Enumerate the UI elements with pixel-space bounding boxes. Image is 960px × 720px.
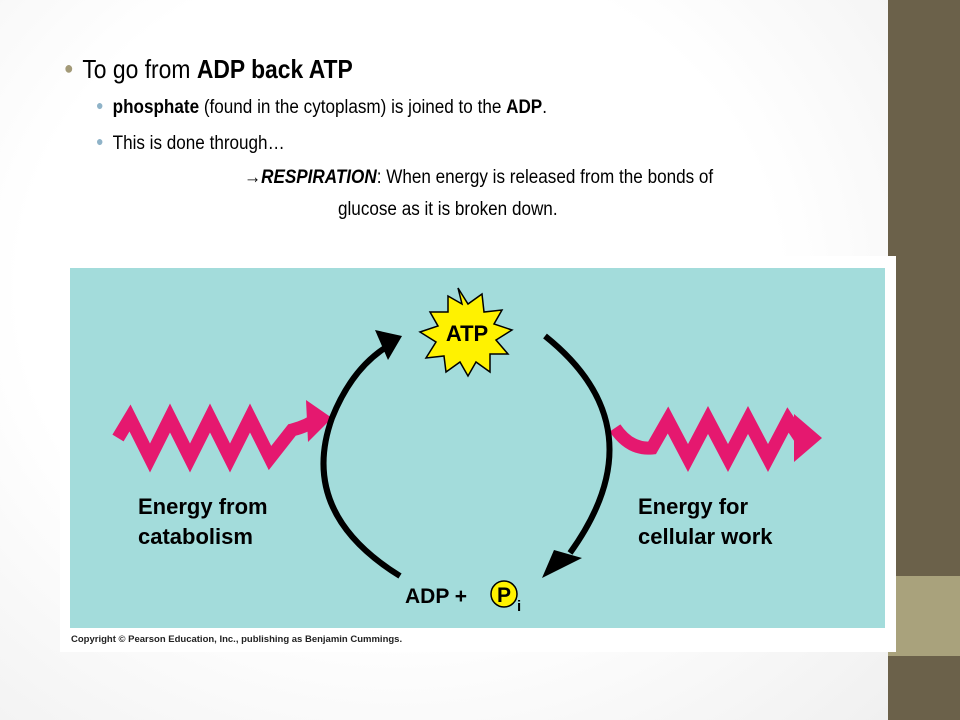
bullet-dot-icon: ● (96, 97, 104, 113)
respiration-line-1: →RESPIRATION: When energy is released fr… (244, 167, 713, 189)
energy-out-arrow (609, 406, 822, 472)
respiration-definition-1: : When energy is released from the bonds… (376, 167, 714, 188)
phosphate-subscript: i (517, 598, 521, 615)
slide-text: ● To go from ADP back ATP ● phosphate (fou… (0, 0, 888, 240)
atp-label: ATP (446, 321, 488, 346)
main-bullet-bold: ADP back ATP (196, 54, 353, 84)
synthesis-arc-arrow (320, 330, 402, 579)
energy-in-arrow (112, 400, 332, 473)
phosphate-circle-icon (490, 580, 518, 608)
atp-starburst-icon (418, 287, 514, 378)
bullet-dot-icon: ● (96, 133, 104, 149)
adp-term: ADP (506, 97, 543, 118)
phosphate-term: phosphate (112, 97, 200, 118)
adp-label: ADP + (405, 585, 467, 608)
sub-bullet-done-through: ● This is done through… (96, 133, 285, 155)
energy-for-label-line-2: cellular work (638, 524, 773, 549)
main-bullet: ● To go from ADP back ATP (64, 54, 353, 85)
sub-bullet-1-middle: (found in the cytoplasm) is joined to th… (199, 97, 507, 118)
right-arrow-icon: → (244, 167, 262, 188)
energy-for-label-line-1: Energy for (638, 494, 748, 519)
atp-cycle-diagram: ATP ADP + P i Energy from catabolism Ene… (112, 287, 822, 615)
energy-from-label-line-2: catabolism (138, 524, 253, 549)
sub-bullet-2-text: This is done through… (112, 133, 285, 154)
sub-bullet-1-suffix: . (542, 97, 547, 118)
bullet-dot-icon: ● (64, 58, 74, 78)
sub-bullet-phosphate: ● phosphate (found in the cytoplasm) is j… (96, 97, 547, 119)
side-bar-accent (888, 576, 960, 656)
copyright-notice: Copyright © Pearson Education, Inc., pub… (71, 634, 403, 645)
phosphate-symbol: P (497, 584, 511, 607)
hydrolysis-arc-arrow (542, 333, 613, 578)
main-bullet-prefix: To go from (82, 54, 197, 84)
respiration-line-2: glucose as it is broken down. (338, 199, 558, 220)
energy-from-label-line-1: Energy from (138, 494, 268, 519)
respiration-term: RESPIRATION (261, 167, 377, 188)
